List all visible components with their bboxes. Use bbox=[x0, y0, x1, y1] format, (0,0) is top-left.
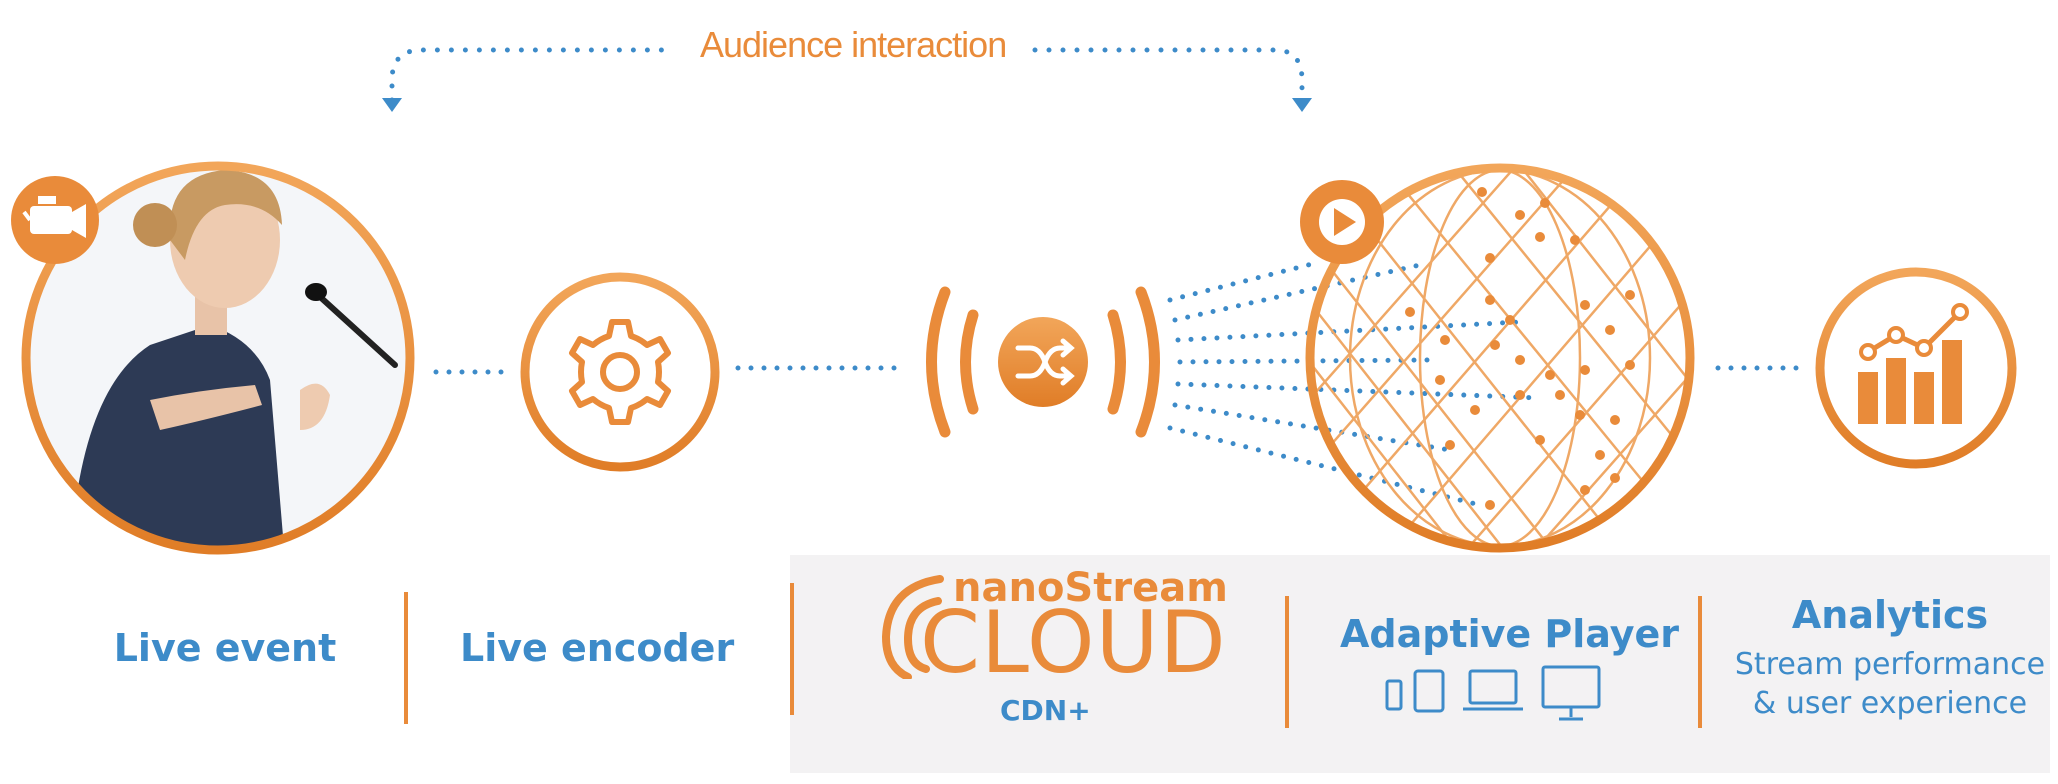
laptop-icon bbox=[1468, 669, 1518, 705]
cloud-panel bbox=[790, 555, 2050, 773]
brand-nanostream: nanoStream bbox=[953, 565, 1228, 611]
separator-1 bbox=[404, 592, 408, 724]
live-encoder-label: Live encoder bbox=[460, 626, 735, 670]
globe-dots bbox=[1405, 187, 1635, 510]
audience-interaction-label: Audience interaction bbox=[700, 24, 1007, 65]
brand-cloud: CLOUD bbox=[920, 593, 1227, 693]
cdn-node bbox=[926, 286, 1160, 438]
play-icon bbox=[1300, 180, 1384, 264]
tablet-icon bbox=[1413, 669, 1445, 713]
broadcast-waves bbox=[926, 286, 1160, 438]
arrow-head-left bbox=[382, 98, 402, 112]
analytics-desc-line2: & user experience bbox=[1752, 686, 2028, 721]
device-icons bbox=[1385, 665, 1601, 721]
analytics-desc-line1: Stream performance bbox=[1734, 647, 2046, 682]
logo-waves-icon bbox=[881, 575, 944, 679]
analytics-node bbox=[1815, 267, 2017, 469]
separator-4 bbox=[1698, 596, 1702, 728]
adaptive-player-label: Adaptive Player bbox=[1340, 612, 1680, 656]
phone-icon bbox=[1385, 679, 1403, 711]
live-encoder-node bbox=[520, 272, 720, 472]
nanostream-logo: nanoStream CLOUD bbox=[868, 565, 1228, 693]
audience-interaction-arrow bbox=[389, 47, 1305, 103]
bar-chart-icon bbox=[1858, 303, 1969, 424]
separator-3 bbox=[1285, 596, 1289, 728]
gear-icon bbox=[569, 319, 671, 425]
arrow-head-right bbox=[1292, 98, 1312, 112]
video-camera-icon bbox=[11, 176, 99, 264]
shuffle-icon bbox=[1015, 338, 1075, 386]
analytics-label: Analytics bbox=[1791, 593, 1989, 637]
globe-icon bbox=[1305, 163, 1695, 553]
monitor-icon bbox=[1541, 665, 1601, 709]
cdn-plus-label: CDN+ bbox=[1000, 694, 1091, 727]
live-event-label: Live event bbox=[113, 626, 337, 670]
separator-2 bbox=[790, 583, 794, 715]
